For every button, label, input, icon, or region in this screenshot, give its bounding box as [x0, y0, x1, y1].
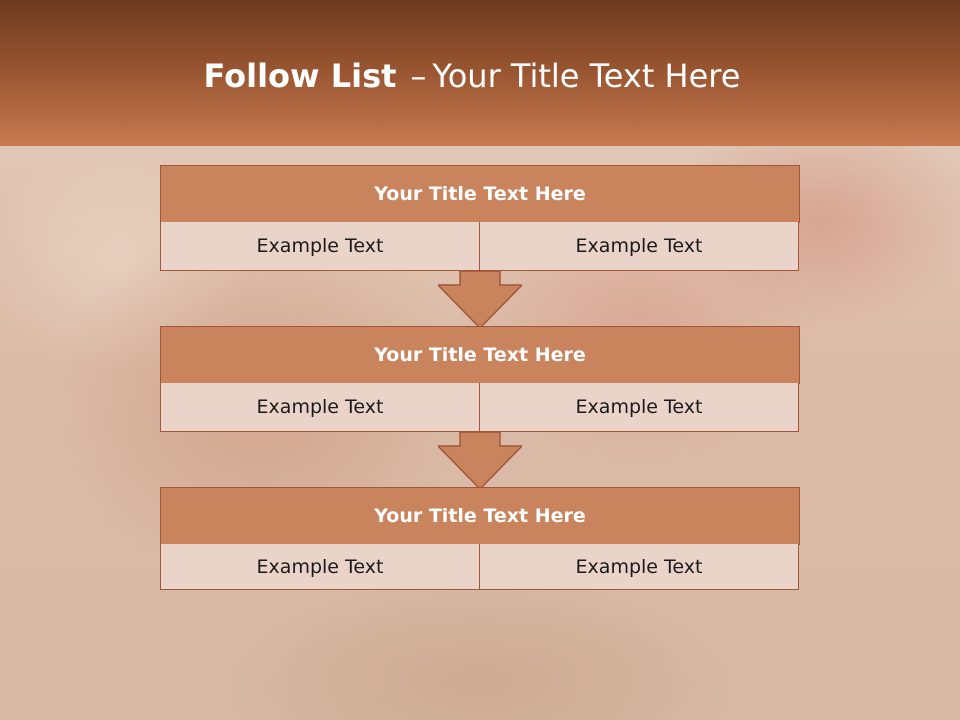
arrow-down-icon: [438, 432, 522, 490]
slide-title-separator: –: [410, 57, 427, 95]
step-cell-right: Example Text: [480, 383, 799, 432]
step-cell-left: Example Text: [160, 222, 480, 271]
step-cell-left: Example Text: [160, 544, 480, 590]
step-cell-right: Example Text: [480, 544, 799, 590]
step-title: Your Title Text Here: [160, 326, 800, 384]
step-cell-right: Example Text: [480, 222, 799, 271]
step-cell-left: Example Text: [160, 383, 480, 432]
slide-title-bold: Follow List: [203, 57, 397, 95]
slide-title-rest: Your Title Text Here: [432, 57, 741, 95]
step-title: Your Title Text Here: [160, 487, 800, 545]
step-title: Your Title Text Here: [160, 165, 800, 223]
slide-title: Follow List–Your Title Text Here: [0, 48, 944, 104]
arrow-down-icon: [438, 271, 522, 329]
title-bar: Follow List–Your Title Text Here: [0, 0, 960, 146]
